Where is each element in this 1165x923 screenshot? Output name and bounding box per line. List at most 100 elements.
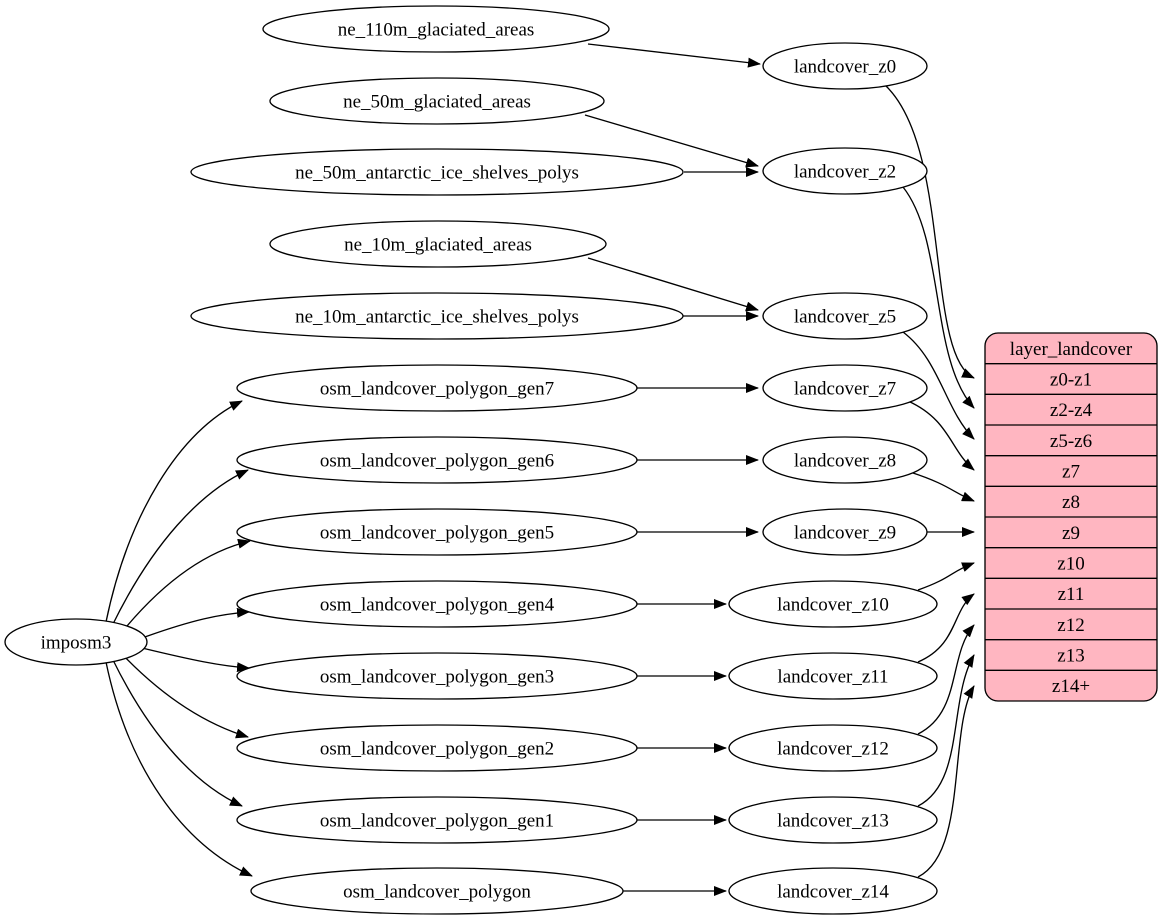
node-landcover-z10-shape xyxy=(728,580,938,628)
edge-z7-to-row-z7 xyxy=(907,400,975,471)
record-row-z0-z1: z0-z1 xyxy=(1050,370,1092,391)
node-osm-landcover-polygon-gen1-label: osm_landcover_polygon_gen1 xyxy=(320,811,554,832)
node-osm-landcover-polygon-gen6-shape xyxy=(236,436,638,484)
edge-imposm3-to-gen2 xyxy=(121,653,249,739)
node-osm-landcover-polygon-gen6: osm_landcover_polygon_gen6 xyxy=(236,436,638,484)
node-ne-10m-antarctic-ice-shelves-polys-shape xyxy=(190,292,684,340)
node-landcover-z0: landcover_z0 xyxy=(762,42,928,90)
node-landcover-z14-shape xyxy=(728,867,938,915)
node-ne-50m-antarctic-ice-shelves-polys: ne_50m_antarctic_ice_shelves_polys xyxy=(190,148,684,196)
node-osm-landcover-polygon-label: osm_landcover_polygon xyxy=(343,882,531,903)
node-landcover-z0-label: landcover_z0 xyxy=(794,57,896,78)
node-landcover-z10: landcover_z10 xyxy=(728,580,938,628)
record-row-z2-z4: z2-z4 xyxy=(1050,400,1093,421)
record-title: layer_landcover xyxy=(1010,339,1133,360)
record-row-z13: z13 xyxy=(1057,646,1084,667)
node-osm-landcover-polygon-gen6-label: osm_landcover_polygon_gen6 xyxy=(320,451,554,472)
node-ne-50m-antarctic-ice-shelves-polys-label: ne_50m_antarctic_ice_shelves_polys xyxy=(295,163,579,184)
node-osm-landcover-polygon-gen4-label: osm_landcover_polygon_gen4 xyxy=(320,595,555,616)
edge-imposm3-to-gen6 xyxy=(111,469,249,627)
node-osm-landcover-polygon-gen7-shape xyxy=(236,364,638,412)
edge-imposm3-to-gen5 xyxy=(121,538,251,633)
node-landcover-z8: landcover_z8 xyxy=(762,436,928,484)
node-ne-50m-glaciated-areas-shape xyxy=(269,77,605,125)
edge-z2-to-row-z2-z4 xyxy=(902,186,975,409)
node-osm-landcover-polygon-gen3-label: osm_landcover_polygon_gen3 xyxy=(320,667,554,688)
edge-imposm3-to-gen7 xyxy=(105,400,243,623)
node-ne-10m-glaciated-areas-shape xyxy=(269,220,607,268)
node-layer: imposm3 ne_110m_glaciated_areas ne_50m_g… xyxy=(4,5,938,915)
edge-layer xyxy=(105,43,975,896)
node-landcover-z9: landcover_z9 xyxy=(762,508,928,556)
node-imposm3-label: imposm3 xyxy=(41,633,112,654)
node-ne-10m-antarctic-ice-shelves-polys: ne_10m_antarctic_ice_shelves_polys xyxy=(190,292,684,340)
record-row-z10: z10 xyxy=(1057,554,1084,575)
edge-z12-to-row-z12 xyxy=(917,624,975,735)
edge-z13-to-row-z13 xyxy=(917,654,975,807)
node-landcover-z14: landcover_z14 xyxy=(728,867,938,915)
node-osm-landcover-polygon-gen5: osm_landcover_polygon_gen5 xyxy=(236,508,638,556)
node-osm-landcover-polygon-gen1: osm_landcover_polygon_gen1 xyxy=(236,796,638,844)
node-landcover-z11-label: landcover_z11 xyxy=(777,667,888,688)
node-osm-landcover-polygon: osm_landcover_polygon xyxy=(250,867,624,915)
record-row-z5-z6: z5-z6 xyxy=(1050,431,1092,452)
node-ne-110m-glaciated-areas: ne_110m_glaciated_areas xyxy=(262,5,610,53)
node-landcover-z5: landcover_z5 xyxy=(762,292,928,340)
edge-z0-to-row-z0-z1 xyxy=(885,85,975,379)
node-ne-110m-glaciated-areas-shape xyxy=(262,5,610,53)
node-landcover-z2-shape xyxy=(762,147,928,195)
node-landcover-z10-label: landcover_z10 xyxy=(777,595,889,616)
node-osm-landcover-polygon-gen7-label: osm_landcover_polygon_gen7 xyxy=(320,379,554,400)
node-landcover-z0-shape xyxy=(762,42,928,90)
record-node-layer-landcover: layer_landcover z0-z1 z2-z4 z5-z6 z7 z8 … xyxy=(984,332,1158,702)
edge-z11-to-row-z11 xyxy=(917,593,975,663)
node-ne-10m-glaciated-areas: ne_10m_glaciated_areas xyxy=(269,220,607,268)
record-row-z7: z7 xyxy=(1062,462,1080,483)
node-landcover-z12: landcover_z12 xyxy=(728,724,938,772)
node-osm-landcover-polygon-gen5-label: osm_landcover_polygon_gen5 xyxy=(320,523,554,544)
record-row-z14plus: z14+ xyxy=(1052,676,1090,697)
edge-imposm3-to-gen3 xyxy=(141,647,250,673)
node-osm-landcover-polygon-gen2-label: osm_landcover_polygon_gen2 xyxy=(320,739,554,760)
node-ne-10m-glaciated-areas-label: ne_10m_glaciated_areas xyxy=(344,235,532,256)
node-landcover-z14-label: landcover_z14 xyxy=(777,882,889,903)
edge-ne50m-glaciated-to-z2 xyxy=(584,114,759,168)
edge-z8-to-row-z8 xyxy=(909,471,975,502)
edge-z14-to-row-z14plus xyxy=(917,685,975,878)
node-osm-landcover-polygon-gen3: osm_landcover_polygon_gen3 xyxy=(236,652,638,700)
node-osm-landcover-polygon-gen2-shape xyxy=(236,724,638,772)
node-osm-landcover-polygon-gen3-shape xyxy=(236,652,638,700)
node-imposm3-shape xyxy=(4,618,148,666)
node-osm-landcover-polygon-gen4-shape xyxy=(236,580,638,628)
record-row-z8: z8 xyxy=(1062,492,1080,513)
node-landcover-z12-label: landcover_z12 xyxy=(777,739,889,760)
node-landcover-z13-shape xyxy=(728,796,938,844)
node-landcover-z13-label: landcover_z13 xyxy=(777,811,889,832)
node-landcover-z11-shape xyxy=(728,652,938,700)
node-osm-landcover-polygon-gen5-shape xyxy=(236,508,638,556)
node-ne-10m-antarctic-ice-shelves-polys-label: ne_10m_antarctic_ice_shelves_polys xyxy=(295,307,579,328)
edge-ne10m-glaciated-to-z5 xyxy=(587,257,759,312)
node-ne-50m-glaciated-areas-label: ne_50m_glaciated_areas xyxy=(343,92,531,113)
node-landcover-z2: landcover_z2 xyxy=(762,147,928,195)
node-osm-landcover-polygon-shape xyxy=(250,867,624,915)
node-osm-landcover-polygon-gen2: osm_landcover_polygon_gen2 xyxy=(236,724,638,772)
node-imposm3: imposm3 xyxy=(4,618,148,666)
node-landcover-z5-shape xyxy=(762,292,928,340)
node-landcover-z7-shape xyxy=(762,364,928,412)
node-landcover-z7: landcover_z7 xyxy=(762,364,928,412)
edge-imposm3-to-polygon xyxy=(105,661,253,877)
node-ne-50m-glaciated-areas: ne_50m_glaciated_areas xyxy=(269,77,605,125)
record-row-z11: z11 xyxy=(1058,584,1085,605)
node-osm-landcover-polygon-gen1-shape xyxy=(236,796,638,844)
node-landcover-z12-shape xyxy=(728,724,938,772)
edge-z10-to-row-z10 xyxy=(917,562,975,591)
edge-imposm3-to-gen4 xyxy=(141,607,250,639)
node-ne-110m-glaciated-areas-label: ne_110m_glaciated_areas xyxy=(338,20,535,41)
record-row-z9: z9 xyxy=(1062,523,1080,544)
edge-z5-to-row-z5-z6 xyxy=(902,331,975,440)
node-landcover-z11: landcover_z11 xyxy=(728,652,938,700)
node-osm-landcover-polygon-gen7: osm_landcover_polygon_gen7 xyxy=(236,364,638,412)
